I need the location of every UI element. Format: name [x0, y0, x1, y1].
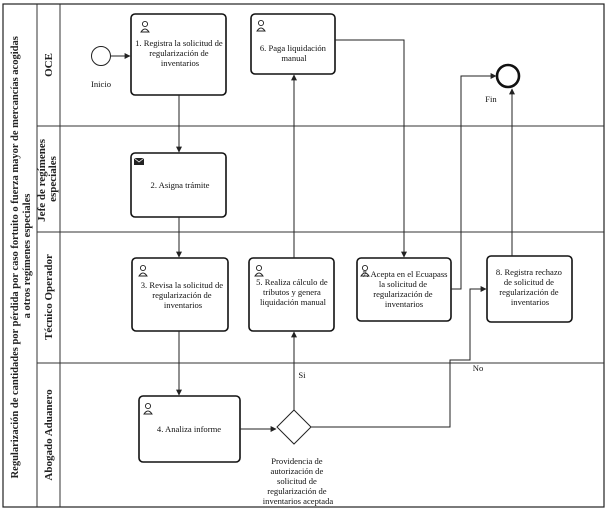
svg-text:1. Registra la solicitud de: 1. Registra la solicitud de regularizaci…	[135, 38, 225, 68]
svg-text:3. Revisa la solicitud de: 3. Revisa la solicitud de regularización…	[141, 280, 226, 310]
task-4: 4. Analiza informe	[138, 395, 241, 463]
exclusive-gateway	[276, 409, 312, 445]
envelope-icon	[133, 157, 145, 165]
end-event-label: Fin	[485, 94, 497, 104]
user-icon	[140, 20, 150, 33]
svg-text:7. Acepta en el Ecuapass: 7. Acepta en el Ecuapass la solicitud de…	[362, 269, 449, 309]
svg-text:5. Realiza cálculo de tr: 5. Realiza cálculo de tributos y genera …	[256, 277, 330, 307]
task-1: 1. Registra la solicitud de regularizaci…	[130, 13, 227, 96]
pool-title: Regularización de cantidades por pérdida…	[10, 34, 33, 479]
start-event	[91, 46, 111, 66]
svg-text:4. Analiza informe: 4. Analiza informe	[157, 424, 221, 434]
svg-text:8. Registra rechazo de s: 8. Registra rechazo de solicitud de regu…	[496, 267, 564, 307]
lane-label-abogado: Abogado Aduanero	[43, 389, 55, 481]
user-icon	[254, 264, 264, 277]
lane-label-tecnico: Técnico Operador	[43, 254, 55, 340]
task-5: 5. Realiza cálculo de tributos y genera …	[248, 257, 335, 332]
task-7: 7. Acepta en el Ecuapass la solicitud de…	[356, 257, 452, 322]
task-8: 8. Registra rechazo de solicitud de regu…	[486, 255, 573, 323]
svg-text:6. Paga liquidación manu: 6. Paga liquidación manual	[260, 43, 328, 63]
start-event-label: Inicio	[91, 79, 111, 89]
gateway-label: Providencia de autorización de solicitud…	[263, 456, 334, 506]
user-icon	[256, 19, 266, 32]
svg-text:2. Asigna trámite: 2. Asigna trámite	[151, 180, 210, 190]
pool-border	[2, 3, 605, 508]
gateway-no-label: No	[473, 363, 484, 373]
flow-t7-to-end	[451, 73, 497, 290]
user-icon	[360, 264, 370, 277]
lane-label-jefe: Jefe de regímenes especiales	[36, 136, 59, 222]
user-icon	[138, 264, 148, 277]
flow-t6-to-t7	[335, 39, 407, 258]
lane-label-oce: OCE	[43, 53, 55, 77]
task-6: 6. Paga liquidación manual	[250, 13, 336, 75]
task-3: 3. Revisa la solicitud de regularización…	[131, 257, 229, 332]
end-event	[495, 63, 521, 89]
gateway-yes-label: Si	[298, 370, 306, 380]
user-icon	[143, 402, 153, 415]
task-2: 2. Asigna trámite	[130, 152, 227, 218]
flow-gateway-to-t8	[311, 286, 487, 428]
